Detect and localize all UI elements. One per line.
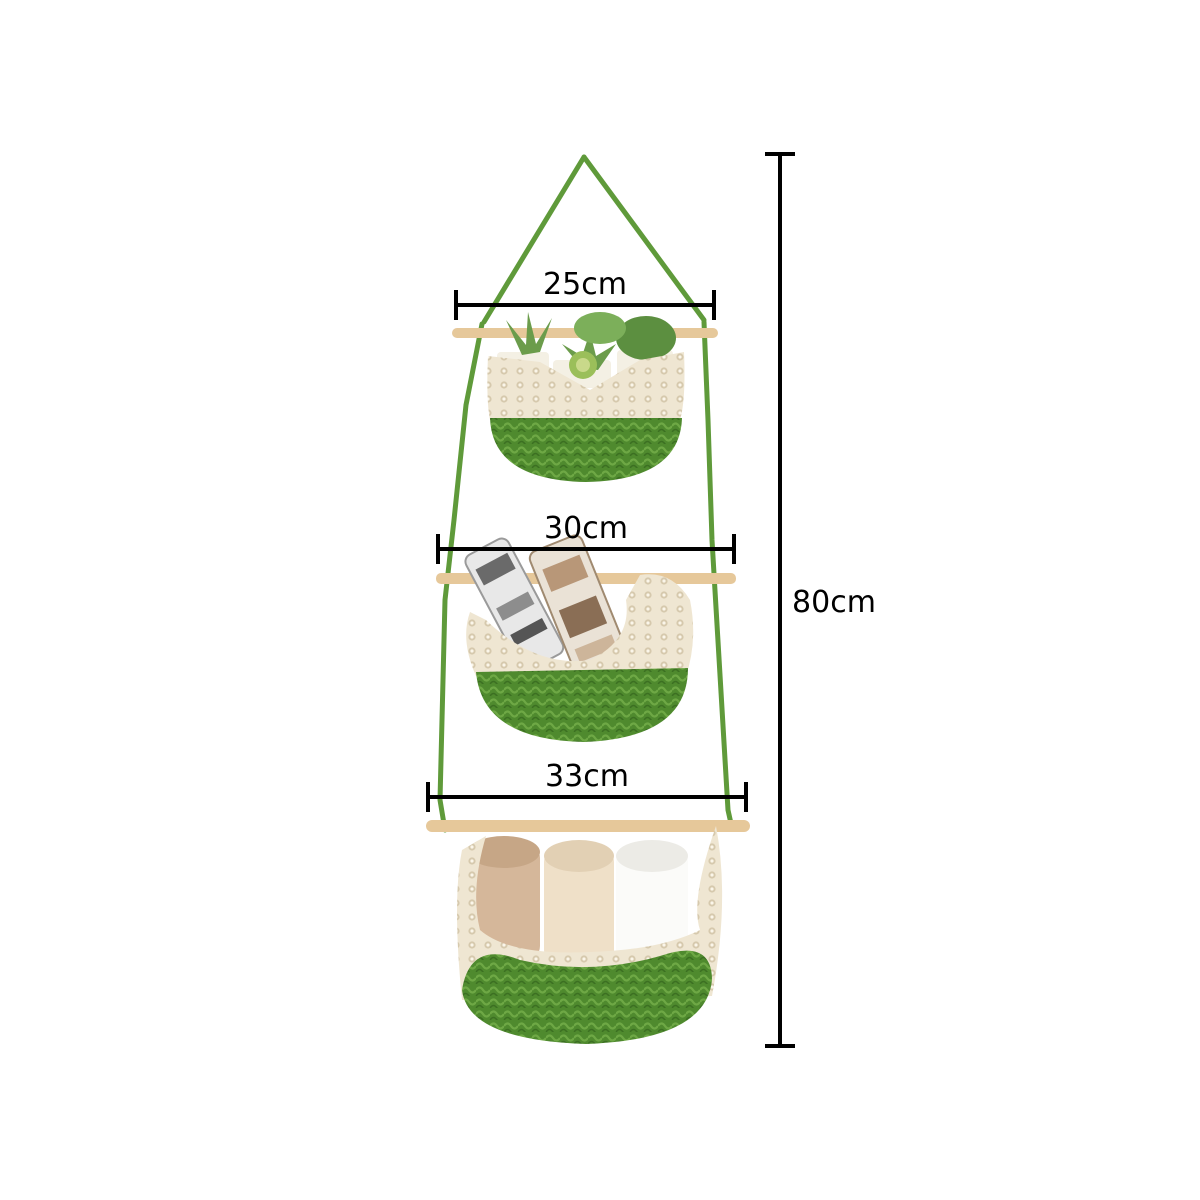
rolled-towels: [468, 836, 688, 966]
middle-basket-cream: [466, 574, 694, 676]
middle-basket: [436, 534, 736, 742]
bottom-dowel: [426, 820, 750, 832]
top-basket-cream: [487, 352, 685, 420]
magazines: [464, 534, 631, 683]
dimension-lines: [426, 152, 795, 1048]
bottom-basket: [426, 820, 750, 1044]
top-basket-green: [490, 418, 682, 482]
middle-width-label: 30cm: [544, 511, 628, 546]
top-width-label: 25cm: [543, 267, 627, 302]
bottom-basket-cream: [457, 826, 723, 1000]
middle-basket-green: [476, 668, 688, 742]
total-height-label: 80cm: [792, 585, 876, 620]
hanging-rope: [437, 154, 735, 833]
bottom-basket-green: [462, 950, 712, 1044]
bottom-width-label: 33cm: [545, 759, 629, 794]
top-basket: [452, 312, 718, 482]
